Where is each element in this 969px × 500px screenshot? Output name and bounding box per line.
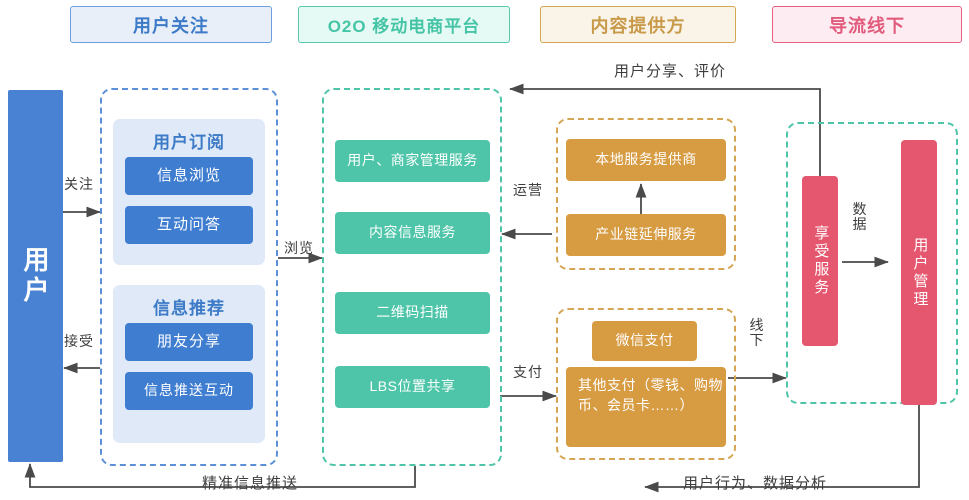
box-label: 二维码扫描 bbox=[376, 304, 449, 321]
box-interactive-qa[interactable]: 互动问答 bbox=[125, 206, 253, 244]
box-label: 朋友分享 bbox=[156, 332, 221, 350]
header-chip-label: O2O 移动电商平台 bbox=[327, 17, 481, 36]
box-label: 用户管理 bbox=[911, 236, 929, 309]
header-chip-label: 导流线下 bbox=[829, 15, 905, 36]
label-precise-push: 精准信息推送 bbox=[201, 475, 298, 492]
box-lbs-location-share[interactable]: LBS位置共享 bbox=[335, 366, 490, 408]
box-local-service-provider[interactable]: 本地服务提供商 bbox=[566, 139, 726, 181]
panel-title-recommend: 信息推荐 bbox=[153, 299, 225, 318]
box-wechat-pay[interactable]: 微信支付 bbox=[592, 321, 697, 361]
panel-info-recommend: 信息推荐 朋友分享 信息推送互动 bbox=[113, 285, 265, 443]
box-label: 信息推送互动 bbox=[144, 382, 234, 399]
header-chip-offline-funnel: 导流线下 bbox=[772, 6, 962, 43]
label-offline: 线下 bbox=[749, 317, 765, 349]
user-column-block: 用户 bbox=[8, 90, 63, 462]
box-info-browse[interactable]: 信息浏览 bbox=[125, 157, 253, 195]
label-pay: 支付 bbox=[513, 364, 543, 380]
box-label: 产业链延伸服务 bbox=[595, 226, 697, 243]
box-push-interaction[interactable]: 信息推送互动 bbox=[125, 372, 253, 410]
box-other-payments[interactable]: 其他支付（零钱、购物币、会员卡……） bbox=[566, 367, 726, 447]
label-accept: 接受 bbox=[64, 333, 94, 349]
box-label: 微信支付 bbox=[615, 332, 674, 349]
user-column-label: 用户 bbox=[20, 246, 50, 306]
box-content-info-service[interactable]: 内容信息服务 bbox=[335, 212, 490, 254]
box-label: 互动问答 bbox=[156, 215, 221, 233]
box-label: 用户、商家管理服务 bbox=[347, 152, 478, 169]
box-qr-scan[interactable]: 二维码扫描 bbox=[335, 292, 490, 334]
panel-title-subscribe: 用户订阅 bbox=[153, 133, 225, 152]
group-offline-funnel bbox=[786, 122, 958, 404]
box-label: 内容信息服务 bbox=[369, 224, 456, 241]
box-label: LBS位置共享 bbox=[369, 378, 456, 395]
label-behavior-analysis: 用户行为、数据分析 bbox=[682, 475, 827, 492]
label-data: 数据 bbox=[852, 201, 868, 233]
group-content-provider-top bbox=[556, 118, 736, 270]
header-chip-label: 内容提供方 bbox=[590, 15, 686, 36]
label-share-review: 用户分享、评价 bbox=[613, 63, 726, 80]
box-label: 本地服务提供商 bbox=[595, 151, 697, 168]
box-industry-chain-extension[interactable]: 产业链延伸服务 bbox=[566, 214, 726, 256]
group-o2o-platform bbox=[322, 88, 502, 466]
box-enjoy-service[interactable]: 享受服务 bbox=[802, 176, 838, 346]
label-operate: 运营 bbox=[513, 182, 543, 198]
box-user-merchant-mgmt[interactable]: 用户、商家管理服务 bbox=[335, 140, 490, 182]
header-chip-o2o-platform: O2O 移动电商平台 bbox=[298, 6, 510, 43]
group-user-focus bbox=[100, 88, 278, 466]
box-friend-share[interactable]: 朋友分享 bbox=[125, 323, 253, 361]
header-chip-label: 用户关注 bbox=[133, 15, 209, 36]
label-browse: 浏览 bbox=[284, 240, 314, 256]
header-chip-user-focus: 用户关注 bbox=[70, 6, 272, 43]
box-label: 信息浏览 bbox=[156, 166, 221, 184]
box-label: 其他支付（零钱、购物币、会员卡……） bbox=[578, 377, 723, 414]
box-label: 享受服务 bbox=[812, 225, 830, 297]
panel-user-subscribe: 用户订阅 信息浏览 互动问答 bbox=[113, 119, 265, 265]
header-chip-content-provider: 内容提供方 bbox=[540, 6, 736, 43]
label-follow: 关注 bbox=[64, 176, 94, 192]
box-user-management[interactable]: 用户管理 bbox=[901, 140, 937, 405]
group-content-provider-bottom bbox=[556, 308, 736, 460]
